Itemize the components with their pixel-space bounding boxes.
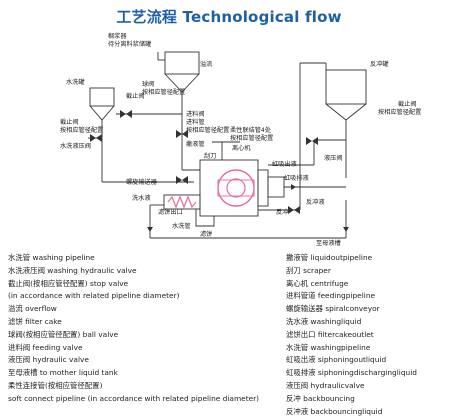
screw-conveyor	[167, 195, 197, 209]
legend-item: 进料管道 feedingpipeline	[286, 291, 376, 301]
legend-item: 刮刀 scraper	[286, 265, 331, 275]
hydraulic-valve-icon	[176, 176, 188, 184]
backflush-tank	[299, 62, 367, 178]
stop-valve-right-icon	[306, 137, 318, 145]
stop-valve-icon	[90, 134, 102, 142]
back-flush-liquid-label: 反冲液	[306, 198, 325, 206]
siphon-out-label: 虹吸出液	[272, 160, 297, 168]
legend-item: 虹吸排液 siphoningdischargingliquid	[286, 368, 417, 378]
soft-connect-pipe-label: 按相应管径配置	[230, 134, 273, 142]
page-title: 工艺流程 Technological flow	[116, 8, 342, 26]
legend-item: 水洗管 washing pipeline	[8, 253, 95, 262]
legend-item: 柔性连接管(按相应管径配置)	[8, 380, 103, 390]
legend-item: 水洗管 washingpipeline	[286, 342, 371, 352]
legend-item: 至母液槽 to mother liquid tank	[8, 368, 118, 378]
process-flow-diagram: 稠浆器 待分离料浆储罐 溢流 水洗罐 球阀 按相应管径配置 截止阀 截止阀 按相…	[60, 32, 421, 247]
hydraulic-valve-right-label: 液压阀	[324, 154, 343, 162]
legend-item: 水洗液压阀 washing hydraulic valve	[8, 265, 137, 275]
wash-hydraulic-label: 水洗液压阀	[60, 142, 91, 150]
legend-item: 洗水液 washingliquid	[286, 316, 362, 326]
siphon-discharge-label: 虹吸排液	[284, 174, 309, 182]
legend-item: 液压阀 hydraulic valve	[8, 355, 89, 365]
wash-water-label: 洗水液	[132, 194, 151, 202]
valves	[90, 110, 318, 214]
pulp-tank-label-1: 稠浆器	[108, 32, 127, 40]
centrifuge-label: 离心机	[232, 144, 251, 152]
legend-item: 滤饼出口 filtercakeoutlet	[286, 329, 374, 339]
overflow-label: 溢流	[200, 60, 212, 68]
legend-item: 反冲 backbouncing	[286, 393, 355, 403]
legend-item: 反冲液 backbouncingliquid	[286, 406, 383, 416]
legend-item: 进料阀 feeding valve	[8, 342, 83, 352]
flush-pipe-label: 撇液管	[186, 140, 205, 148]
centrifuge-drum	[217, 169, 255, 207]
stop-valve-right-label: 截止阀	[398, 100, 417, 108]
stop-valve-left-label: 截止阀	[60, 118, 79, 126]
legend-item: (in accordance with related pipeline dia…	[8, 291, 180, 301]
legend-right: 撇液管 liquidoutpipeline 刮刀 scraper 离心机 cen…	[286, 252, 417, 418]
legend-item: 液压阀 hydraulicvalve	[286, 380, 365, 390]
legend-item: 撇液管 liquidoutpipeline	[286, 253, 373, 262]
water-wash-pipe-label: 水洗管	[172, 222, 191, 230]
legend-item: 螺旋输送器 spiralconveyor	[286, 304, 380, 314]
legend-item: soft connect pipeline (in accordance wit…	[8, 393, 260, 403]
cake-outlet-label: 滤饼出口	[158, 208, 183, 216]
pulp-storage-tank	[157, 51, 200, 104]
wash-tank-label: 水洗罐	[66, 78, 85, 86]
scraper-label: 刮刀	[204, 152, 216, 160]
feed-valve-label: 进料阀	[186, 110, 205, 118]
legend-item: 滤饼 filter cake	[8, 316, 62, 326]
legend-item: 截止阀(按相应管径配置) stop valve	[8, 278, 129, 288]
screw-label: 螺旋输送器	[126, 178, 158, 186]
stop-valve-left-pipe-label: 按相应管径配置	[60, 126, 103, 134]
legend-item: 离心机 centrifuge	[286, 278, 349, 288]
legend-item: 虹吸出液 siphoningoutliquid	[286, 355, 387, 365]
stop-valve-right-pipe-label: 按相应管径配置	[378, 108, 421, 116]
backflush-tank-label: 反冲罐	[370, 60, 389, 68]
centrifuge	[199, 159, 285, 217]
legend-left: 水洗管 washing pipeline 水洗液压阀 washing hydra…	[8, 252, 259, 406]
ball-valve-label: 球阀	[142, 80, 154, 88]
ball-valve-pipe-label: 按相应管径配置	[142, 88, 185, 96]
legend-item: 溢流 overflow	[8, 304, 57, 314]
ball-valve-icon	[120, 110, 132, 118]
mother-tank-label: 至母液槽	[316, 239, 341, 247]
flow-arrows	[147, 184, 349, 232]
backflush-valve-icon	[288, 206, 300, 214]
stop-valve-top-label: 截止阀	[126, 92, 145, 100]
back-flush-label: 反冲	[276, 208, 288, 216]
feed-pipe-config-label: 按相应管径配置	[186, 126, 229, 134]
soft-connect-label: 柔性联结管4处	[230, 126, 271, 134]
legend-item: 球阀(按相应管径配置) ball valve	[8, 329, 119, 339]
filter-cake-label: 滤饼	[200, 230, 212, 238]
feed-pipe-label: 进料管	[186, 118, 205, 126]
pulp-tank-label-2: 待分离料浆储罐	[108, 40, 151, 48]
feed-valve-icon	[176, 130, 188, 138]
